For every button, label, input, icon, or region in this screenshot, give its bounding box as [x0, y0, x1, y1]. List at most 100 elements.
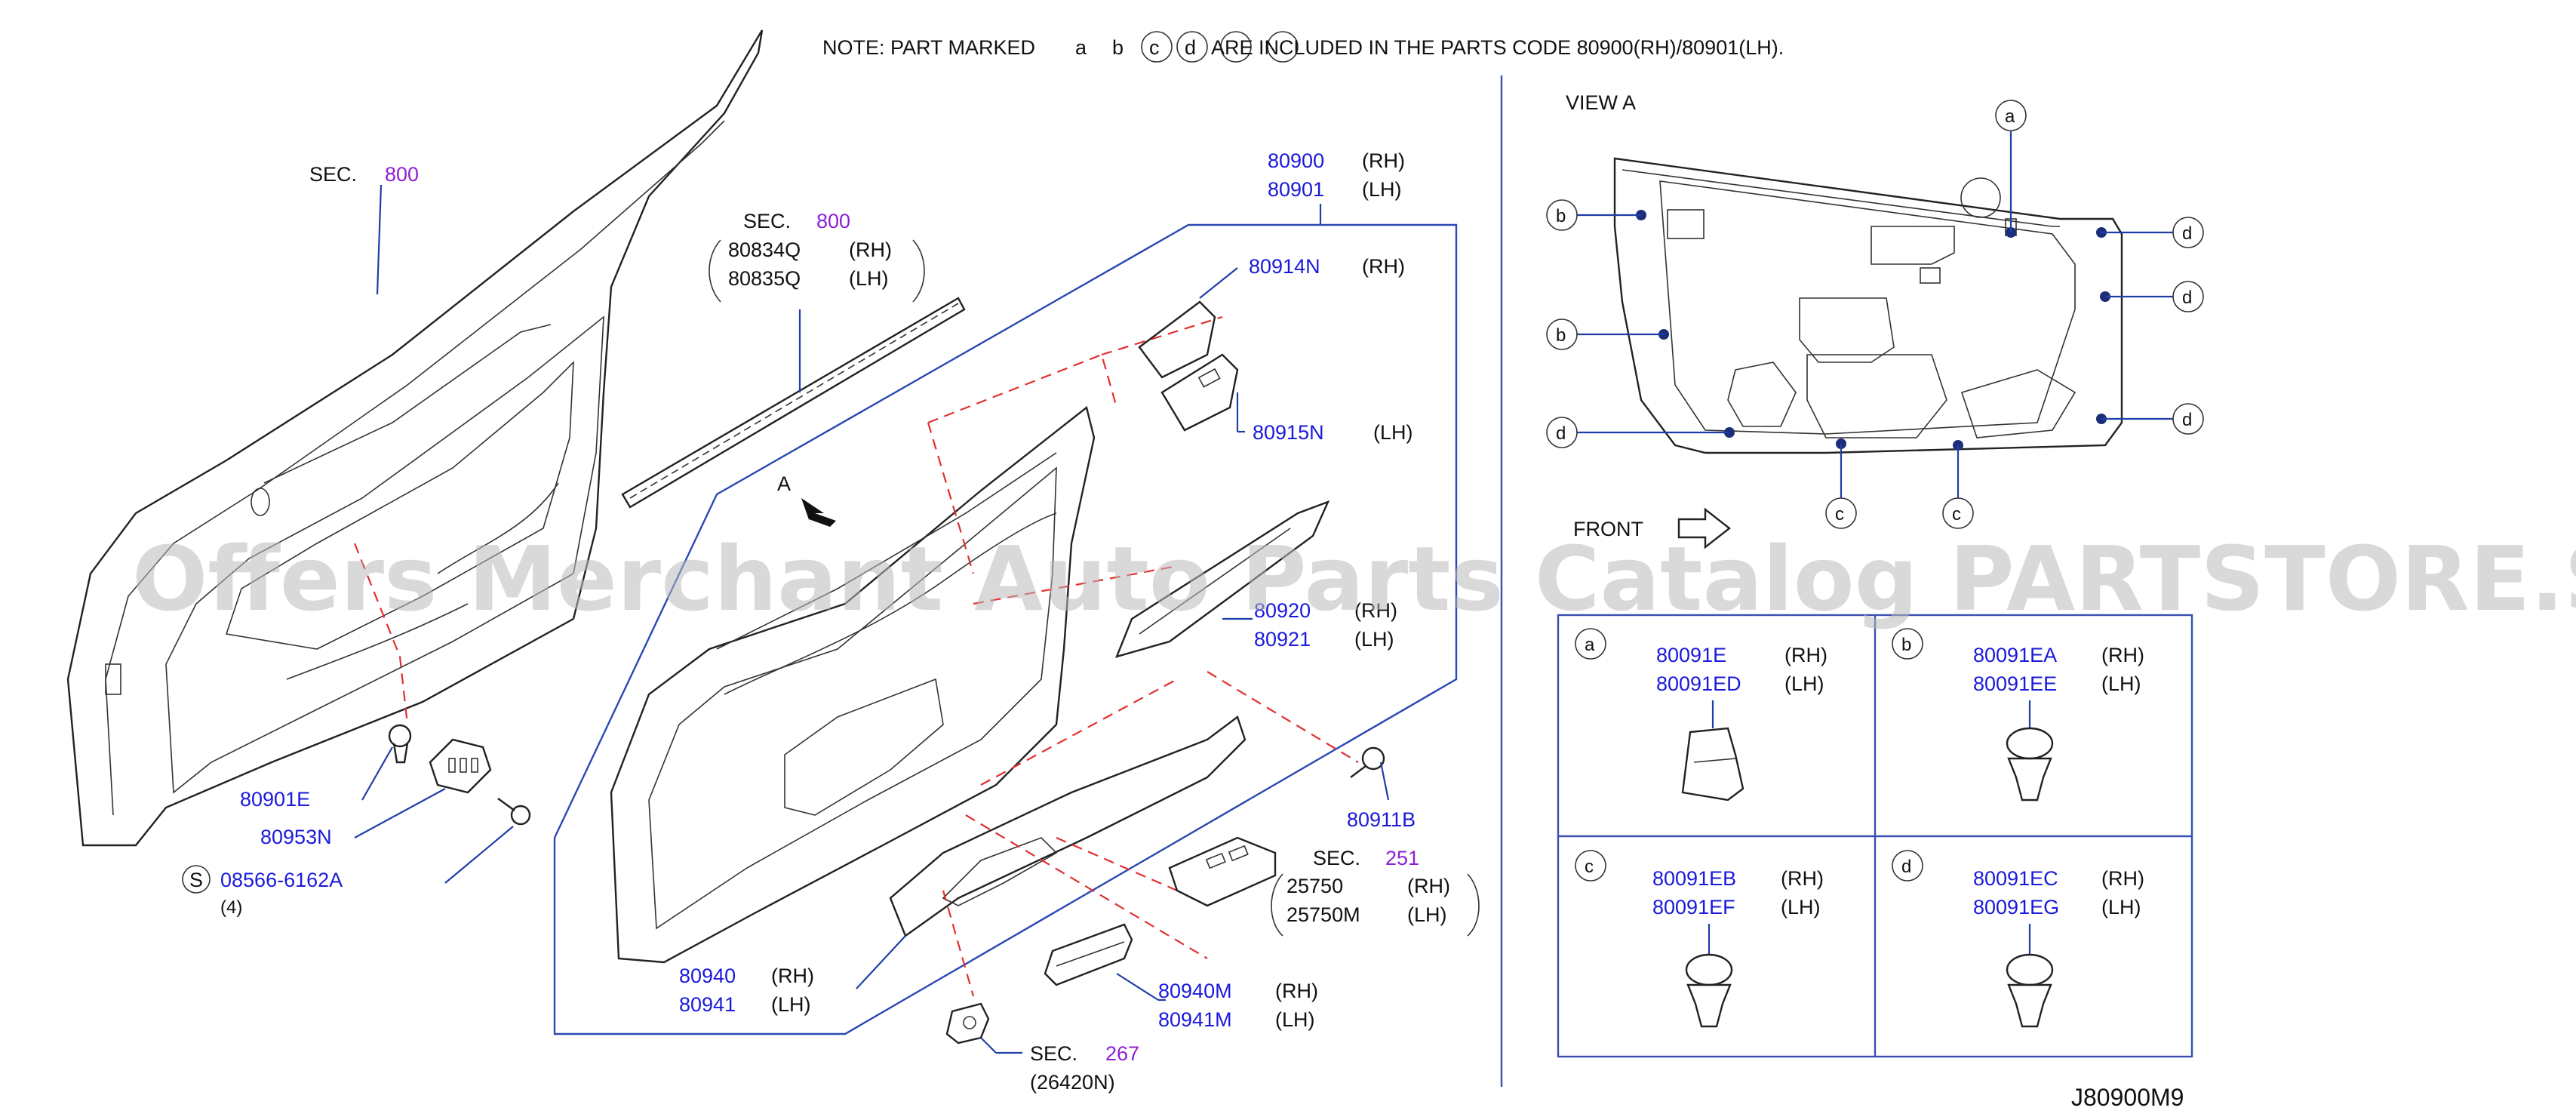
callout-c2: c	[1942, 497, 1974, 529]
note-line: NOTE: PART MARKED a b c d ARE INCLUDED I…	[822, 31, 1784, 63]
trim-panel-inner	[648, 466, 1057, 930]
dash-leader-80901E	[353, 543, 409, 725]
view-a-label: VIEW A	[1566, 91, 1636, 114]
dash-leader-25750	[1056, 836, 1178, 892]
clip-b-lh-side: (LH)	[2101, 672, 2141, 695]
sec-label-switch: SEC.	[1313, 847, 1360, 869]
dash-leader-mirror-switch	[942, 890, 975, 997]
sec-code-door: 800	[385, 163, 419, 186]
front-arrow-icon	[1677, 507, 1731, 549]
clip-cell-d-circle	[1892, 850, 1923, 882]
door-hole-1	[251, 488, 270, 516]
part-80834Q-lh: 80835Q	[728, 267, 801, 290]
view-a-panel-outline	[1613, 157, 2123, 454]
door-outer-outline	[66, 29, 764, 847]
finisher-80940M-line	[1056, 941, 1125, 967]
clip-b-body	[2007, 757, 2052, 802]
part-80940M-rh-side: (RH)	[1275, 980, 1318, 1002]
clip-b-rh-side: (RH)	[2101, 644, 2144, 666]
clip-a-lh: 80091ED	[1656, 672, 1741, 695]
front-label: FRONT	[1573, 518, 1643, 540]
door-contour-1	[437, 482, 559, 574]
leader-80901E	[361, 746, 393, 801]
dash-leader-80911B	[1207, 671, 1359, 763]
clip-c-rh: 80091EB	[1652, 867, 1736, 890]
callout-d2: d	[2172, 217, 2204, 248]
callout-d2-letter: d	[2182, 223, 2192, 244]
part-25750-rh: 25750	[1286, 875, 1343, 897]
view-a-cutout-4	[1799, 297, 1895, 363]
part-80914N-lh-side: (LH)	[1373, 421, 1413, 444]
finisher-80940M-drawing	[1044, 923, 1133, 986]
sec-label-mirror-switch: SEC.	[1030, 1042, 1077, 1065]
clip-cell-c-letter: c	[1585, 857, 1594, 877]
clip-b-head	[2006, 727, 2054, 760]
trim-assembly-frame	[553, 223, 1458, 1035]
note-letter-b: b	[1112, 36, 1124, 59]
power-window-switch-outline	[1168, 836, 1277, 907]
bracket-slot-3	[471, 758, 478, 773]
note-letter-d: d	[1185, 36, 1196, 59]
part-80920-lh-side: (LH)	[1354, 628, 1394, 651]
part-80920-lh: 80921	[1254, 628, 1311, 651]
watermark: Offers Merchant Auto Parts Catalog PARTS…	[132, 527, 2576, 631]
view-a-cutout-3	[1920, 267, 1941, 284]
trim-armrest-pocket	[784, 678, 944, 816]
clip-cell-a-circle	[1575, 628, 1606, 660]
leader-80914N	[1199, 267, 1238, 299]
clip-a-rh: 80091E	[1656, 644, 1726, 666]
note-letter-a: a	[1075, 36, 1087, 59]
part-80920-rh-side: (RH)	[1354, 599, 1397, 622]
dash-leader-armrest	[980, 678, 1178, 786]
part-80914N-lh: 80915N	[1253, 421, 1324, 444]
view-a-inner-outline	[1659, 180, 2076, 435]
escutcheon-lh	[1160, 353, 1239, 432]
callout-c1-letter: c	[1835, 504, 1844, 525]
callout-c2-circle	[1942, 497, 1974, 529]
leader-mirror-switch-a	[980, 1037, 997, 1054]
clip-cell-b-circle	[1892, 628, 1923, 660]
pull-handle-outline	[1114, 500, 1330, 658]
switch-button-1	[1205, 852, 1226, 869]
view-a-cutout-7	[1960, 369, 2076, 438]
part-80940-rh-side: (RH)	[771, 965, 814, 987]
bracket-80953N-outline	[429, 738, 492, 794]
part-25750-lh-side: (LH)	[1407, 903, 1447, 926]
callout-b1-circle	[1546, 199, 1578, 231]
callout-d3-circle	[2172, 281, 2204, 312]
view-marker: A	[777, 472, 791, 495]
sec-label-door: SEC.	[309, 163, 357, 186]
clip-cell-d: d 80091EC (RH) 80091EG (LH)	[1892, 850, 2144, 1028]
door-inner-panel	[165, 315, 604, 794]
armrest-outline	[889, 715, 1247, 937]
callout-b2-letter: b	[1556, 325, 1566, 346]
part-80900-rh-side: (RH)	[1362, 149, 1405, 172]
part-25750-rh-side: (RH)	[1407, 875, 1450, 897]
part-80914N-rh-side: (RH)	[1362, 255, 1405, 278]
weatherstrip-drawing	[621, 297, 966, 509]
escutcheon-rh	[1138, 300, 1216, 379]
callout-d4: d	[2172, 403, 2204, 435]
screw-code: 08566-6162A	[220, 869, 343, 891]
callout-d1: d	[1546, 417, 1578, 448]
trim-panel-outline	[610, 405, 1096, 964]
clip-c-head	[1685, 953, 1733, 986]
view-a-panel-drawing	[1613, 157, 2123, 454]
clip-cell-d-letter: d	[1901, 857, 1911, 877]
door-contour-2	[286, 603, 469, 680]
leader-80940	[856, 935, 906, 989]
paren-left-switch	[1271, 873, 1283, 937]
callout-d4-letter: d	[2182, 410, 2192, 430]
power-window-switch-drawing	[1168, 836, 1277, 907]
part-80900-lh-side: (LH)	[1362, 178, 1402, 201]
clip-b-rh: 80091EA	[1973, 644, 2057, 666]
callout-d4-circle	[2172, 403, 2204, 435]
door-inner-edge	[105, 120, 725, 816]
clip-a-lh-side: (LH)	[1784, 672, 1824, 695]
clip-80901E-body	[392, 743, 409, 764]
screw-08566-head	[510, 805, 531, 826]
part-80940M-lh-side: (LH)	[1275, 1008, 1315, 1031]
clip-a-drawing	[1681, 727, 1744, 802]
leader-80953N	[354, 788, 446, 838]
part-80940M-lh: 80941M	[1158, 1008, 1232, 1031]
